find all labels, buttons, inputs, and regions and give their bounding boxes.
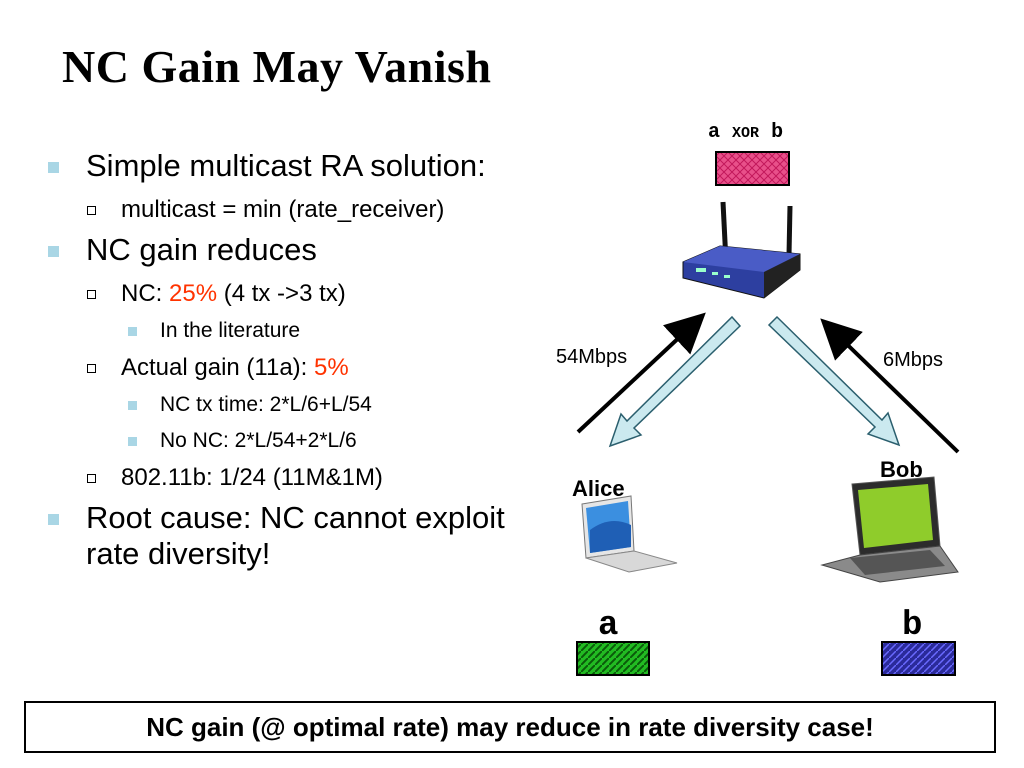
alice-label: Alice bbox=[572, 476, 625, 501]
conclusion-box: NC gain (@ optimal rate) may reduce in r… bbox=[24, 701, 996, 753]
bullet-item: Root cause: NC cannot exploit rate diver… bbox=[46, 500, 516, 572]
sub-sub-bullet-text: No NC: 2*L/54+2*L/6 bbox=[160, 429, 357, 452]
sub-bullet-text: 802.11b: 1/24 (11M&1M) bbox=[121, 464, 383, 491]
highlight-value: 25% bbox=[169, 280, 218, 307]
highlight-value: 5% bbox=[314, 354, 349, 381]
sub-sub-bullet-text: NC tx time: 2*L/6+L/54 bbox=[160, 393, 372, 416]
sub-bullet-item: multicast = min (rate_receiver) bbox=[46, 194, 516, 226]
sub-bullet-item: Actual gain (11a): 5% bbox=[46, 352, 516, 384]
laptop-icon-alice bbox=[581, 495, 678, 573]
sub-sub-bullet-text: In the literature bbox=[160, 319, 301, 342]
square-bullet-icon bbox=[48, 246, 59, 257]
hollow-square-bullet-icon bbox=[87, 474, 96, 483]
packet-a bbox=[576, 641, 650, 676]
square-bullet-icon bbox=[128, 401, 137, 410]
rate-label-left: 54Mbps bbox=[556, 346, 628, 368]
broadcast-arrow-left bbox=[608, 315, 742, 448]
sub-sub-bullet-item: In the literature bbox=[46, 316, 516, 346]
bullet-text: NC gain reduces bbox=[86, 232, 317, 267]
sub-bullet-item: NC: 25% (4 tx ->3 tx) bbox=[46, 278, 516, 310]
xor-operand-b: b bbox=[771, 121, 784, 144]
hollow-square-bullet-icon bbox=[87, 290, 96, 299]
router-icon bbox=[682, 201, 801, 299]
conclusion-text: NC gain (@ optimal rate) may reduce in r… bbox=[146, 711, 874, 742]
uplink-arrow-right bbox=[820, 318, 960, 454]
square-bullet-icon bbox=[128, 437, 137, 446]
bullet-list: Simple multicast RA solution: multicast … bbox=[46, 148, 516, 582]
hollow-square-bullet-icon bbox=[87, 206, 96, 215]
sub-bullet-text: Actual gain (11a): bbox=[121, 354, 314, 381]
bullet-item: NC gain reduces bbox=[46, 232, 516, 268]
xor-packet bbox=[715, 151, 790, 186]
bullet-text: Simple multicast RA solution: bbox=[86, 148, 486, 183]
xor-operand-a: a bbox=[708, 121, 721, 144]
rate-label-right: 6Mbps bbox=[883, 349, 944, 371]
sub-bullet-text: (4 tx ->3 tx) bbox=[217, 280, 346, 307]
sub-bullet-text: multicast = min (rate_receiver) bbox=[121, 196, 445, 223]
slide-title: NC Gain May Vanish bbox=[62, 41, 492, 92]
bullet-item: Simple multicast RA solution: bbox=[46, 148, 516, 184]
xor-label: a XOR b bbox=[708, 121, 783, 144]
square-bullet-icon bbox=[48, 514, 59, 525]
sub-sub-bullet-item: NC tx time: 2*L/6+L/54 bbox=[46, 390, 516, 420]
broadcast-arrow-right bbox=[767, 315, 901, 447]
sub-bullet-text: NC: bbox=[121, 280, 169, 307]
laptop-icon-bob bbox=[820, 476, 959, 583]
sub-bullet-item: 802.11b: 1/24 (11M&1M) bbox=[46, 462, 516, 494]
bullet-text: Root cause: NC cannot exploit rate diver… bbox=[86, 500, 505, 571]
sub-sub-bullet-item: No NC: 2*L/54+2*L/6 bbox=[46, 426, 516, 456]
packet-b-label: b bbox=[902, 607, 923, 645]
packet-a-label: a bbox=[598, 607, 619, 645]
uplink-arrow-left bbox=[576, 312, 706, 434]
square-bullet-icon bbox=[128, 327, 137, 336]
bob-label: Bob bbox=[880, 457, 923, 482]
square-bullet-icon bbox=[48, 162, 59, 173]
hollow-square-bullet-icon bbox=[87, 364, 96, 373]
xor-operator: XOR bbox=[732, 125, 760, 142]
packet-b bbox=[881, 641, 956, 676]
